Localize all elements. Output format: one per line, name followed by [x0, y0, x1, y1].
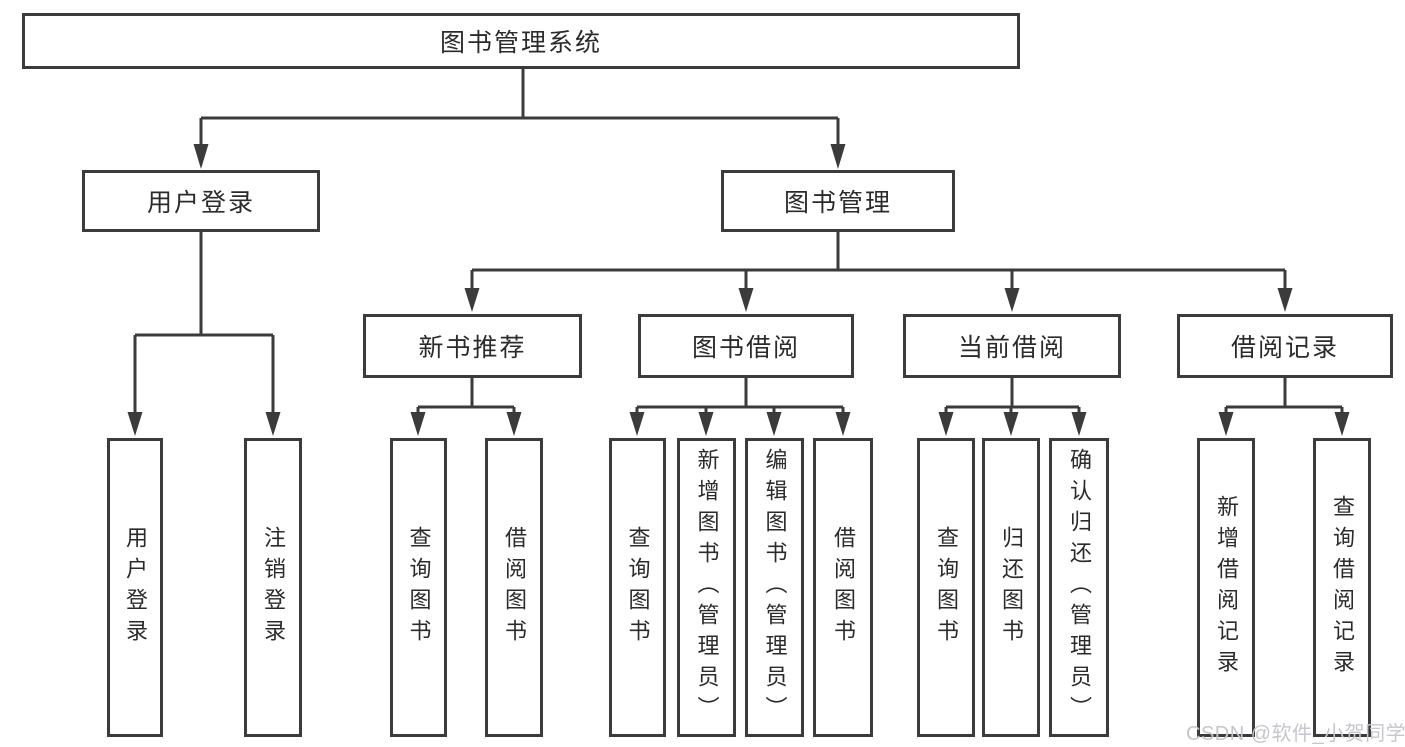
node-book-management: 图书管理	[721, 170, 955, 232]
leaf-query-books-borrow-label: 查询图书	[625, 525, 651, 650]
leaf-return-books-label: 归还图书	[999, 525, 1024, 650]
leaf-query-books-recommend-label: 查询图书	[406, 525, 432, 650]
node-book-borrow-label: 图书借阅	[691, 334, 800, 362]
leaf-user-login-label: 用户登录	[123, 525, 148, 650]
leaf-query-books-current: 查询图书	[917, 438, 975, 737]
leaf-edit-books-admin-label: 编辑图书（管理员）	[762, 448, 788, 727]
leaf-logout-label: 注销登录	[261, 525, 286, 650]
leaf-add-books-admin: 新增图书（管理员）	[677, 438, 736, 737]
node-user-login: 用户登录	[82, 170, 320, 232]
leaf-borrow-books-label: 借阅图书	[831, 525, 856, 650]
leaf-query-books-borrow: 查询图书	[609, 438, 666, 737]
node-current-borrow: 当前借阅	[903, 314, 1121, 378]
leaf-confirm-return-admin: 确认归还（管理员）	[1049, 438, 1109, 737]
leaf-add-books-admin-label: 新增图书（管理员）	[694, 448, 720, 727]
leaf-query-books-current-label: 查询图书	[934, 525, 959, 650]
node-book-management-label: 图书管理	[783, 189, 892, 217]
leaf-logout: 注销登录	[244, 438, 302, 737]
node-root-label: 图书管理系统	[439, 29, 602, 57]
node-book-borrow: 图书借阅	[638, 314, 854, 378]
leaf-borrow-books-recommend: 借阅图书	[485, 438, 543, 737]
leaf-confirm-return-admin-label: 确认归还（管理员）	[1067, 448, 1092, 727]
leaf-query-borrow-record-label: 查询借阅记录	[1330, 494, 1355, 681]
leaf-add-borrow-record: 新增借阅记录	[1197, 438, 1255, 737]
node-borrow-records: 借阅记录	[1177, 314, 1393, 378]
node-current-borrow-label: 当前借阅	[957, 334, 1066, 362]
leaf-borrow-books-recommend-label: 借阅图书	[502, 525, 527, 650]
leaf-query-borrow-record: 查询借阅记录	[1313, 438, 1371, 737]
leaf-user-login: 用户登录	[107, 438, 163, 737]
leaf-query-books-recommend: 查询图书	[390, 438, 447, 737]
node-new-book-recommend: 新书推荐	[363, 314, 582, 378]
node-root: 图书管理系统	[22, 13, 1020, 69]
node-new-book-recommend-label: 新书推荐	[418, 334, 527, 362]
node-borrow-records-label: 借阅记录	[1230, 334, 1339, 362]
csdn-watermark: CSDN @软件_小贺同学	[1186, 723, 1405, 745]
node-user-login-label: 用户登录	[146, 189, 255, 217]
leaf-borrow-books: 借阅图书	[813, 438, 873, 737]
leaf-edit-books-admin: 编辑图书（管理员）	[745, 438, 804, 737]
leaf-add-borrow-record-label: 新增借阅记录	[1214, 494, 1239, 681]
leaf-return-books: 归还图书	[982, 438, 1040, 737]
